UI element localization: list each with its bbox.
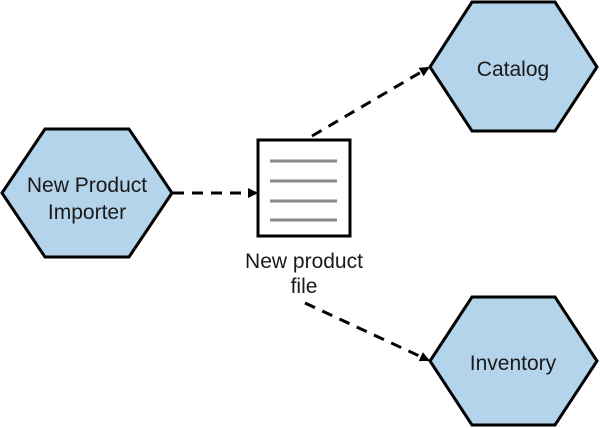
node-new-product-file: New product file <box>245 138 363 298</box>
inventory-label: Inventory <box>470 352 557 375</box>
edge-file-to-inventory <box>304 301 430 362</box>
document-icon <box>256 138 352 238</box>
importer-label-line-2: Importer <box>48 201 126 224</box>
file-label-line-2: file <box>291 275 318 298</box>
file-label-line-1: New product <box>245 250 363 273</box>
catalog-label: Catalog <box>477 58 549 81</box>
node-catalog: Catalog <box>428 0 599 133</box>
importer-label-line-1: New Product <box>27 174 147 197</box>
edge-file-to-catalog <box>311 66 430 138</box>
node-new-product-importer: New Product Importer <box>0 127 174 259</box>
node-inventory: Inventory <box>428 295 599 427</box>
